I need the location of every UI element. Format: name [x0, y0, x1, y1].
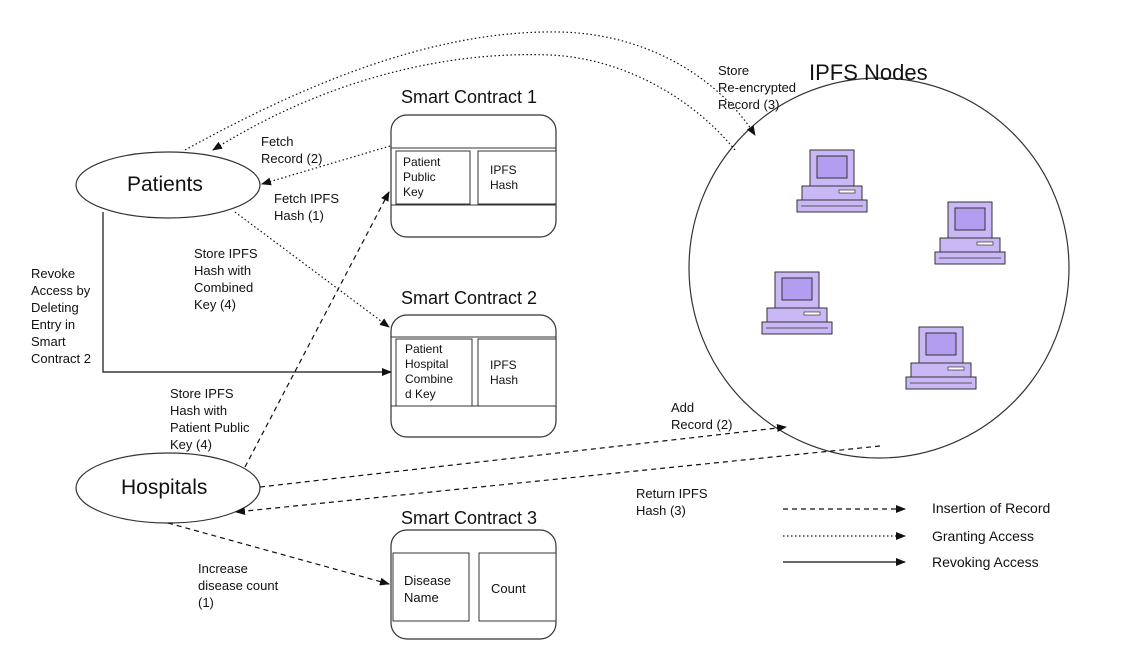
- label-fetch-ipfs-hash: Fetch IPFS Hash (1): [274, 191, 340, 223]
- edge-hospitals-to-sc3: [167, 522, 390, 586]
- sc1-cell-right-text: IPFS Hash: [490, 163, 519, 192]
- label-increase-disease: Increase disease count (1): [198, 561, 279, 610]
- sc3-cell-right-text: Count: [491, 581, 526, 596]
- sc1-cell-left-text: Patient Public Key: [403, 155, 441, 199]
- label-store-combined: Store IPFS Hash with Combined Key (4): [194, 246, 258, 312]
- smart-contract-1-cell-right: [477, 150, 557, 205]
- edge-patients-to-ipfs: [184, 31, 756, 151]
- sc2-cell-right-text: IPFS Hash: [490, 358, 519, 387]
- sc2-cell-left-text: Patient Hospital Combine d Key: [405, 342, 454, 401]
- label-add-record: Add Record (2): [671, 400, 733, 432]
- label-fetch-record: Fetch Record (2): [261, 134, 323, 166]
- legend-insertion-label: Insertion of Record: [932, 500, 1051, 516]
- edge-hospitals-to-sc1: [244, 191, 390, 468]
- edge-patients-to-sc2: [234, 211, 390, 328]
- label-store-reencrypted: Store Re-encrypted Record (3): [718, 63, 797, 112]
- smart-contract-3-title: Smart Contract 3: [401, 508, 538, 528]
- smart-contract-2-cell-left: [395, 338, 473, 407]
- smart-contract-2-title: Smart Contract 2: [401, 288, 538, 308]
- computer-icon: [934, 201, 1006, 265]
- smart-contract-1-title: Smart Contract 1: [401, 87, 538, 107]
- legend-granting-label: Granting Access: [932, 528, 1034, 544]
- ipfs-nodes-title: IPFS Nodes: [809, 60, 928, 85]
- smart-contract-3-cell-right: [478, 552, 557, 622]
- smart-contract-3-cell-left: [392, 552, 470, 622]
- patients-label: Patients: [127, 173, 203, 196]
- edge-revoke-access: [102, 212, 392, 376]
- patients-node[interactable]: [75, 151, 261, 219]
- label-revoke-access: Revoke Access by Deleting Entry in Smart…: [31, 266, 91, 366]
- sc3-cell-left-text: Disease Name: [404, 573, 451, 605]
- computer-icon: [905, 326, 977, 390]
- label-store-patient-key: Store IPFS Hash with Patient Public Key …: [170, 386, 250, 452]
- hospitals-label: Hospitals: [121, 476, 208, 499]
- legend-revoking-label: Revoking Access: [932, 554, 1039, 570]
- label-return-ipfs-hash: Return IPFS Hash (3): [636, 486, 708, 518]
- computer-icon: [761, 271, 833, 335]
- edge-hospitals-to-ipfs: [259, 424, 787, 488]
- smart-contract-2-cell-right: [477, 338, 557, 407]
- ipfs-nodes-circle: [688, 77, 1070, 459]
- computer-icon: [796, 149, 868, 213]
- smart-contract-1-cell-left: [395, 150, 471, 205]
